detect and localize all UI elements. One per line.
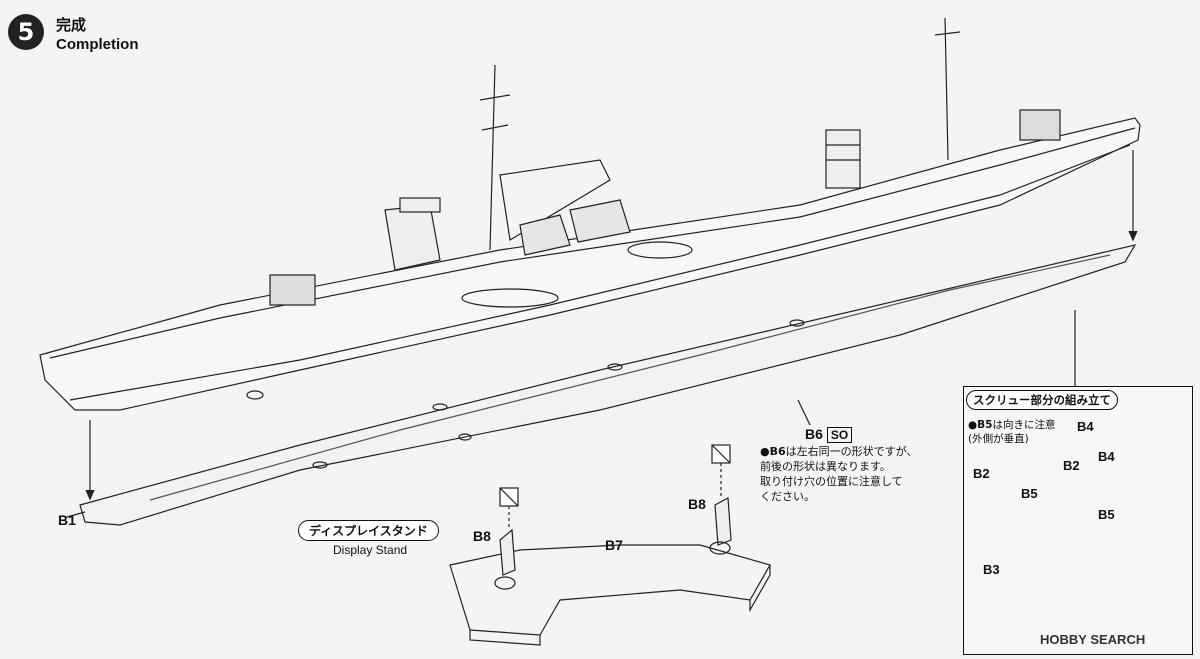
inset-label-b5-a: B5 — [1021, 486, 1038, 501]
watermark-text: HOBBY SEARCH — [1040, 632, 1146, 647]
screw-assembly-inset — [963, 386, 1193, 655]
part-label-b8-left: B8 — [473, 528, 491, 544]
b6-note: ●B6は左右同一の形状ですが、 前後の形状は異なります。 取り付け穴の位置に注意… — [760, 444, 940, 504]
lower-hull-b6 — [79, 244, 1137, 526]
note-line-1: は左右同一の形状ですが、 — [785, 445, 918, 458]
note-line-2: 前後の形状は異なります。 — [760, 460, 891, 473]
inset-label-b3: B3 — [983, 562, 1000, 577]
stern-launcher — [269, 274, 316, 306]
step-number-badge: 5 — [8, 14, 44, 50]
inset-label-b4-b: B4 — [1098, 449, 1115, 464]
inset-label-b2-a: B2 — [973, 466, 990, 481]
part-label-b1: B1 — [58, 512, 76, 528]
inset-note-lead: ●B5 — [968, 419, 993, 431]
lifeboat — [461, 288, 559, 308]
main-mast — [944, 17, 949, 161]
inset-label-b5-b: B5 — [1098, 507, 1115, 522]
inset-title: スクリュー部分の組み立て — [966, 390, 1118, 410]
inset-note-line-1: は向きに注意 — [992, 419, 1056, 431]
inset-label-b2-b: B2 — [1063, 458, 1080, 473]
part-label-b7: B7 — [605, 537, 623, 553]
inset-label-b4-a: B4 — [1077, 419, 1094, 434]
inset-note-line-2: (外側が垂直) — [968, 433, 1029, 445]
funnel — [825, 129, 861, 189]
crane — [499, 159, 611, 241]
stand-bracket-b8-left — [499, 528, 516, 576]
part-label-b8-right: B8 — [688, 496, 706, 512]
bridge-structure — [384, 204, 441, 271]
display-stand-subtitle: Display Stand — [333, 543, 408, 557]
ship-hull — [39, 117, 1141, 411]
note-line-3: 取り付け穴の位置に注意して — [760, 475, 903, 488]
fore-mast — [489, 64, 496, 251]
so-badge: SO — [826, 427, 853, 443]
inset-note: ●B5は向きに注意 (外側が垂直) — [968, 418, 1055, 446]
hatch-2 — [569, 199, 631, 243]
part-label-b6-text: B6 — [805, 426, 823, 442]
note-lead: ●B6 — [760, 445, 786, 458]
stand-bracket-b8-right — [714, 497, 732, 546]
note-line-4: ください。 — [760, 490, 815, 503]
step-title-en: Completion — [56, 36, 139, 53]
stand-base-b7 — [449, 544, 771, 636]
ship-waterline — [69, 144, 1131, 401]
ship-deck-line — [49, 127, 1136, 359]
hatch-1 — [519, 214, 571, 256]
step-title-jp: 完成 — [56, 16, 87, 34]
display-stand-title: ディスプレイスタンド — [298, 520, 439, 541]
bow-launcher — [1019, 109, 1061, 141]
